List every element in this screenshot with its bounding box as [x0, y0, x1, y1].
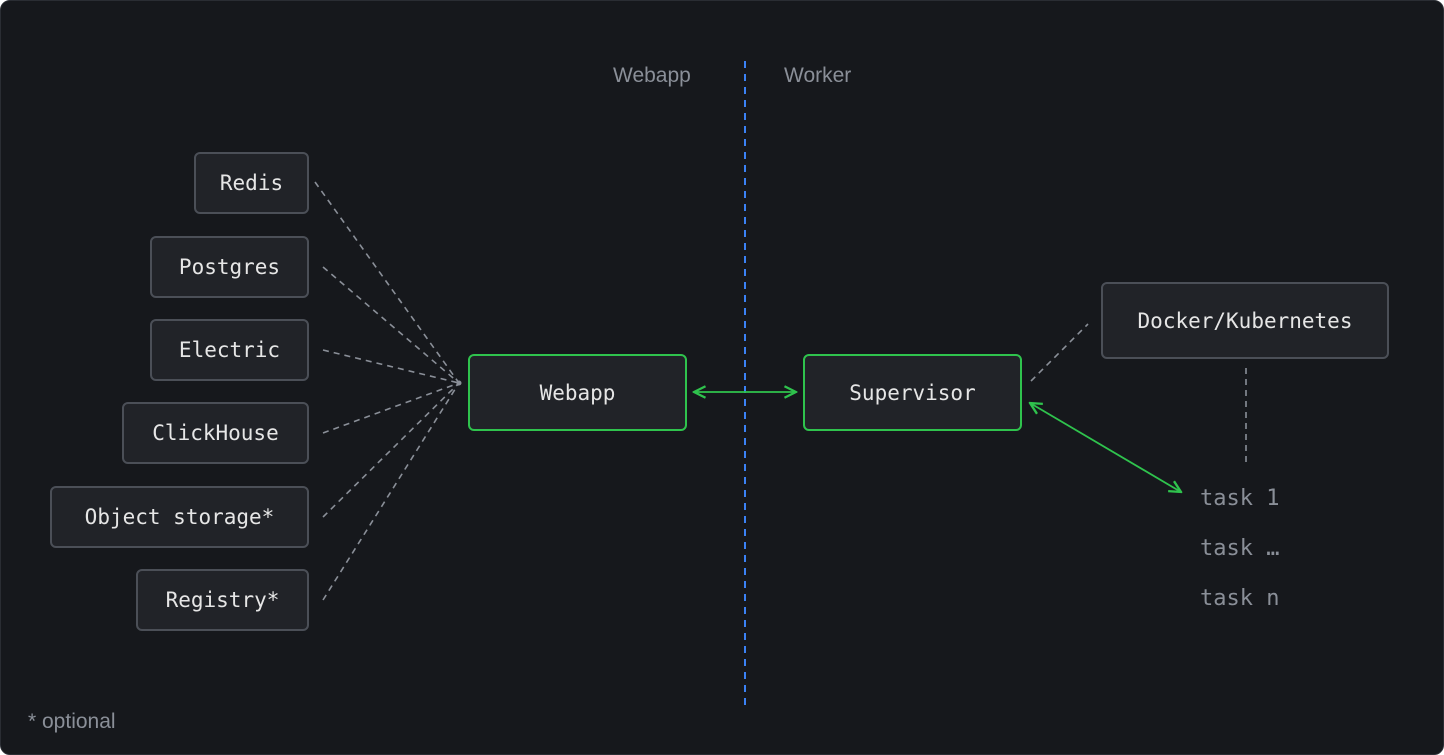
dependency-redis: Redis: [194, 152, 309, 214]
junction-dot: [456, 380, 462, 386]
supervisor-node: Supervisor: [803, 354, 1022, 431]
runtime-connector: [1030, 323, 1089, 382]
registry-connector: [322, 382, 460, 601]
task-item: task n: [1200, 586, 1280, 611]
redis-connector: [314, 181, 460, 384]
object-storage-connector: [322, 382, 460, 518]
webapp-node: Webapp: [468, 354, 687, 431]
supervisor-tasks-arrow: [1030, 403, 1181, 492]
runtime-node: Docker/Kubernetes: [1101, 282, 1389, 359]
electric-connector: [322, 349, 460, 384]
dependency-registry: Registry*: [136, 569, 309, 631]
zone-label-webapp: Webapp: [613, 64, 691, 87]
dependency-clickhouse: ClickHouse: [122, 402, 309, 464]
task-item: task …: [1200, 536, 1280, 561]
task-item: task 1: [1200, 486, 1280, 511]
clickhouse-connector: [322, 382, 460, 434]
dependency-postgres: Postgres: [150, 236, 309, 298]
zone-label-worker: Worker: [784, 64, 852, 87]
postgres-connector: [322, 266, 460, 384]
dependency-electric: Electric: [150, 319, 309, 381]
footnote: * optional: [28, 710, 116, 733]
dependency-object-storage: Object storage*: [50, 486, 309, 548]
